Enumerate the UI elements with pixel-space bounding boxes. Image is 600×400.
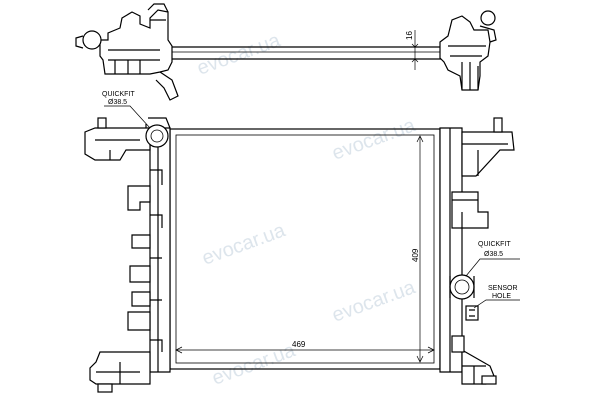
right-bottom-pin: [481, 375, 497, 385]
right-mid-block: [451, 191, 489, 229]
top-view-left-mount-circle: [82, 30, 102, 50]
label-sensor-line2: HOLE: [492, 293, 511, 300]
label-quickfit-top: QUICKFIT: [102, 91, 135, 98]
right-bottom-bracket-detail: [462, 365, 486, 384]
leader-sensor: [473, 299, 520, 309]
left-clip-3: [129, 265, 151, 283]
right-mid-block-detail: [452, 199, 478, 228]
watermarks: evocar.ua evocar.ua evocar.ua evocar.ua …: [194, 29, 419, 390]
left-top-bracket: [84, 127, 151, 161]
sensor-hole-detail: [469, 309, 475, 317]
left-clip-4: [131, 291, 151, 307]
top-view-right-mount-circle: [480, 10, 496, 26]
top-view-left-bracket: [75, 3, 169, 49]
label-quickfit-right-dia: Ø38.5: [484, 251, 503, 258]
left-bottom-bracket-detail: [96, 362, 140, 384]
label-sensor-line1: SENSOR: [488, 285, 518, 292]
top-quickfit-outer: [145, 124, 169, 148]
dim-tank-clearance-arrows: [411, 43, 419, 63]
top-view-right-clip: [479, 25, 497, 43]
right-top-pin: [493, 117, 503, 133]
right-tank: [439, 127, 463, 373]
left-bottom-pin: [97, 383, 113, 393]
dim-tank-clearance-text: 16: [405, 31, 414, 40]
right-drain-block: [451, 335, 465, 353]
right-quickfit-outer: [449, 274, 475, 300]
watermark-1: evocar.ua: [194, 29, 284, 80]
left-top-pin: [97, 117, 107, 129]
label-quickfit-top-dia: Ø38.5: [108, 99, 127, 106]
left-tank-steps: [150, 169, 163, 352]
watermark-2: evocar.ua: [329, 114, 419, 165]
label-quickfit-right: QUICKFIT: [478, 241, 511, 248]
top-quickfit-inner: [150, 129, 164, 143]
left-top-bracket-detail: [95, 139, 140, 160]
top-view-right-tank-detail: [448, 45, 486, 90]
sensor-hole: [465, 305, 479, 321]
leader-quickfit-top: [104, 105, 151, 129]
top-quickfit-neck: [145, 117, 171, 129]
top-view: 16: [75, 3, 497, 101]
watermark-3: evocar.ua: [199, 219, 289, 270]
right-quickfit-body: [449, 276, 475, 298]
dim-width-text: 469: [292, 340, 306, 349]
right-top-bracket: [461, 131, 515, 177]
leader-quickfit-right: [465, 258, 520, 277]
watermark-5: evocar.ua: [209, 339, 299, 390]
dim-height-arrows: [416, 135, 424, 363]
left-clip-2: [131, 234, 151, 249]
right-quickfit-inner: [454, 279, 470, 295]
right-top-bracket-detail: [462, 143, 508, 176]
top-view-left-outlet: [155, 71, 179, 101]
top-view-left-tank-detail: [108, 49, 160, 74]
dim-width-arrows: [175, 346, 435, 354]
left-clip-1: [127, 185, 151, 211]
watermark-4: evocar.ua: [329, 276, 419, 327]
left-clip-5: [127, 311, 151, 331]
core-inner-outline: [175, 134, 435, 364]
front-view: 409 469 QUICKFIT Ø38.5 QUICKFIT Ø38.5 SE…: [84, 91, 520, 393]
dim-height-text: 409: [411, 248, 420, 262]
left-tank: [149, 127, 171, 373]
